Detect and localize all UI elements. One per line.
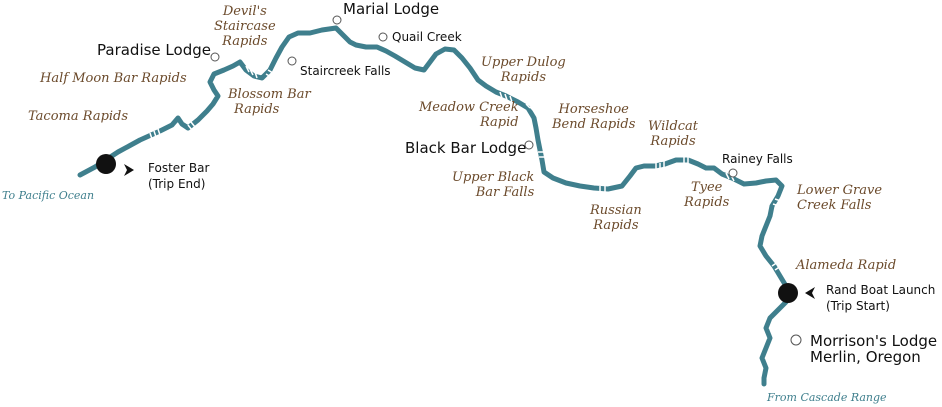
rapid-line: Staircase <box>214 19 276 34</box>
rapid-line: Meadow Creek <box>419 100 519 115</box>
rogue-river <box>77 25 793 387</box>
to-pacific-ocean-label: To Pacific Ocean <box>2 189 95 202</box>
staircreek-falls-label: Staircreek Falls <box>300 64 391 78</box>
from-cascade-range-label: From Cascade Range <box>767 391 887 404</box>
morrisons-lodge-marker <box>790 334 802 346</box>
rapid-line: Wildcat <box>648 119 699 134</box>
staircreek-falls-marker <box>287 56 297 66</box>
rapid-line: Rapids <box>234 102 280 117</box>
merlin-oregon-label: Merlin, Oregon <box>810 348 921 366</box>
rand-boat-launch-arrow-icon <box>805 287 815 299</box>
tyee-rapids-label: Tyee Rapids <box>684 180 729 210</box>
rapid-line: Upper Black <box>452 170 535 185</box>
foster-bar-marker <box>96 154 116 174</box>
rapid-markers <box>149 65 782 271</box>
quail-creek-label: Quail Creek <box>392 30 462 44</box>
rapid-line: Tyee <box>690 180 723 195</box>
upper-black-bar-falls-label: Upper Black Bar Falls <box>452 170 534 200</box>
devils-staircase-rapids-label: Devil's Staircase Rapids <box>214 4 276 49</box>
rapid-line: Bend Rapids <box>552 117 636 132</box>
wildcat-rapids-label: Wildcat Rapids <box>648 119 698 149</box>
foster-bar-note: (Trip End) <box>148 177 206 191</box>
marial-lodge-marker <box>332 15 342 25</box>
upper-dulog-rapids-label: Upper Dulog Rapids <box>481 55 566 85</box>
rapid-line: Upper Dulog <box>481 55 566 70</box>
rapid-line: Rapids <box>650 134 696 149</box>
horseshoe-bend-rapids-label: Horseshoe Bend Rapids <box>552 102 635 132</box>
marial-lodge-label: Marial Lodge <box>343 0 440 18</box>
meadow-creek-rapid-label: Meadow Creek Rapid <box>419 100 519 130</box>
foster-bar-label: Foster Bar (Trip End) <box>148 160 209 192</box>
blossom-bar-rapids-label: Blossom Bar Rapids <box>228 87 311 117</box>
paradise-lodge-marker <box>210 52 220 62</box>
rand-boat-launch-marker <box>778 283 798 303</box>
rapid-line: Bar Falls <box>475 185 535 200</box>
tacoma-rapids-label: Tacoma Rapids <box>28 109 128 124</box>
rapid-line: Russian <box>590 203 642 218</box>
rapid-line: Rapids <box>500 70 547 85</box>
rainey-falls-marker <box>728 168 738 178</box>
black-bar-lodge-marker <box>524 140 534 150</box>
rand-boat-launch-note: (Trip Start) <box>826 299 890 313</box>
rainey-falls-label: Rainey Falls <box>722 152 793 166</box>
rapid-line: Horseshoe <box>558 102 629 117</box>
rapid-line: Rapids <box>684 195 730 210</box>
rapid-line: Rapids <box>222 34 268 49</box>
foster-bar-arrow-icon <box>124 164 134 176</box>
rapid-line: Lower Grave <box>797 183 883 198</box>
rapid-line: Rapid <box>479 115 519 130</box>
rapid-line: Tacoma Rapids <box>28 109 129 124</box>
russian-rapids-label: Russian Rapids <box>590 203 642 233</box>
paradise-lodge-label: Paradise Lodge <box>97 41 211 59</box>
half-moon-bar-rapids-label: Half Moon Bar Rapids <box>40 71 187 86</box>
rapid-line: Creek Falls <box>797 198 872 213</box>
rand-boat-launch-name: Rand Boat Launch <box>826 283 936 297</box>
alameda-rapid-label: Alameda Rapid <box>796 258 896 273</box>
rapid-line: Rapids <box>593 218 639 233</box>
rapid-line: Alameda Rapid <box>796 258 897 273</box>
rapid-line: Blossom Bar <box>228 87 311 102</box>
black-bar-lodge-label: Black Bar Lodge <box>405 139 527 157</box>
rapid-line: Devil's <box>222 4 267 19</box>
rapid-line: Half Moon Bar Rapids <box>40 71 187 86</box>
rand-boat-launch-label: Rand Boat Launch (Trip Start) <box>826 282 935 314</box>
morrisons-lodge-label: Morrison's Lodge <box>810 332 938 350</box>
lower-grave-creek-falls-label: Lower Grave Creek Falls <box>797 183 882 213</box>
foster-bar-name: Foster Bar <box>148 161 210 175</box>
quail-creek-marker <box>378 32 388 42</box>
